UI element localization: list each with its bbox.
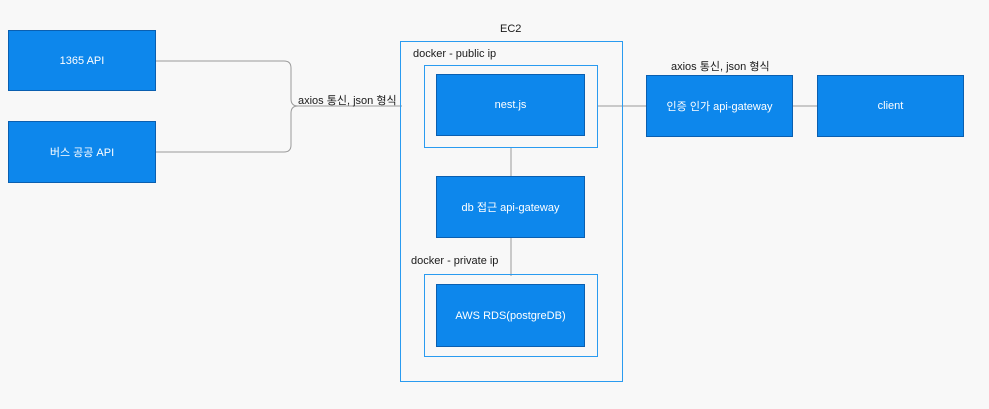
left-edge-label: axios 통신, json 형식 <box>298 95 397 107</box>
docker-public-label: docker - public ip <box>413 48 497 60</box>
rds-node: AWS RDS(postgreDB) <box>436 284 585 347</box>
rds-label: AWS RDS(postgreDB) <box>455 309 566 322</box>
docker-private-label: docker - private ip <box>411 255 499 267</box>
ec2-label: EC2 <box>500 23 522 35</box>
client-label: client <box>877 100 904 112</box>
bus-api-node: 버스 공공 API <box>8 121 156 183</box>
bus-api-label: 버스 공공 API <box>49 147 115 159</box>
api-1365-label: 1365 API <box>59 54 105 67</box>
api-1365-node: 1365 API <box>8 30 156 91</box>
nest-node: nest.js <box>436 74 585 136</box>
nest-label: nest.js <box>494 99 527 111</box>
auth-gateway-label: 인증 인가 api-gateway <box>666 101 773 113</box>
db-gateway-node: db 접근 api-gateway <box>436 176 585 238</box>
auth-gateway-node: 인증 인가 api-gateway <box>646 75 793 137</box>
right-edge-label: axios 통신, json 형식 <box>671 61 770 73</box>
ec2-frame <box>400 41 623 382</box>
docker-public-frame <box>424 65 598 148</box>
db-gateway-label: db 접근 api-gateway <box>461 202 560 214</box>
docker-private-frame <box>424 274 598 357</box>
client-node: client <box>817 75 964 137</box>
connector-bus-to-nest <box>156 105 402 153</box>
connector-1365-to-nest <box>156 60 402 107</box>
